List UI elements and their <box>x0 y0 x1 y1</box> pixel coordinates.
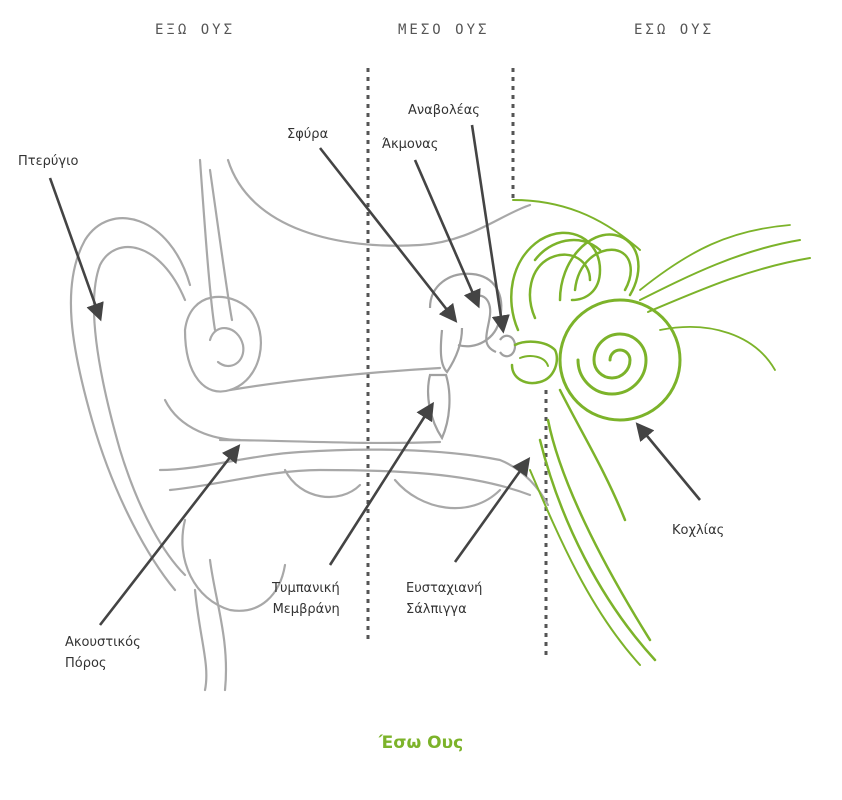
arrow-malleus <box>318 147 458 323</box>
label-eardrum: Τυμπανική Μεμβράνη <box>272 578 340 620</box>
label-eustachian-line2: Σάλπιγγα <box>406 602 467 617</box>
arrow-stapes <box>470 124 510 334</box>
header-outer-ear: ΕΞΩ ΟΥΣ <box>155 22 236 38</box>
header-inner-ear: ΕΣΩ ΟΥΣ <box>634 22 715 38</box>
label-arrows <box>48 124 702 626</box>
label-pinna: Πτερύγιο <box>18 154 79 169</box>
label-ear-canal-line2: Πόρος <box>65 656 107 671</box>
inner-ear-green <box>510 199 811 666</box>
label-ear-canal: Ακουστικός Πόρος <box>65 632 141 674</box>
label-incus: Άκμονας <box>382 137 439 152</box>
label-eardrum-line2: Μεμβράνη <box>272 602 340 617</box>
arrow-eustachian <box>453 457 531 563</box>
header-middle-ear: ΜΕΣΟ ΟΥΣ <box>398 22 490 38</box>
label-eustachian-tube: Ευσταχιανή Σάλπιγγα <box>406 578 482 620</box>
diagram-caption: Έσω Ους <box>378 733 464 753</box>
arrow-pinna <box>48 177 104 322</box>
arrow-eardrum <box>328 401 434 566</box>
arrow-ear-canal <box>98 444 241 626</box>
label-ear-canal-line1: Ακουστικός <box>65 635 141 650</box>
arrow-incus <box>413 159 481 309</box>
label-malleus: Σφύρα <box>287 127 329 142</box>
arrow-cochlea <box>635 422 702 501</box>
label-stapes: Αναβολέας <box>408 103 480 118</box>
ossicles-outline <box>427 272 517 441</box>
label-eardrum-line1: Τυμπανική <box>272 581 340 596</box>
label-eustachian-line1: Ευσταχιανή <box>406 581 483 596</box>
label-cochlea: Κοχλίας <box>672 523 725 538</box>
